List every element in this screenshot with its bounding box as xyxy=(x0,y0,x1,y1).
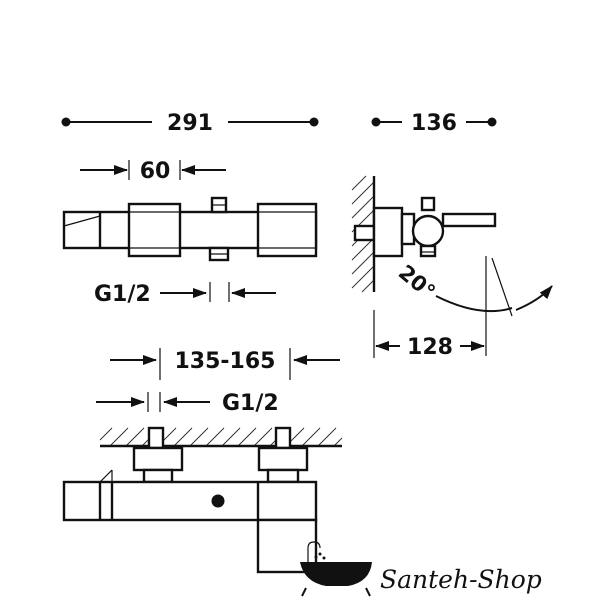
inlet-thread-front-label: G1/2 xyxy=(222,391,279,416)
dimension-handle-width: 60 xyxy=(80,159,226,184)
dimension-overall-width: 291 xyxy=(61,111,319,136)
watermark: Santeh-Shop xyxy=(300,541,542,597)
front-wall xyxy=(99,427,343,448)
dimension-inlet-thread-top: G1/2 xyxy=(94,282,276,307)
dimension-centers-range: 135-165 xyxy=(110,348,340,380)
top-view: 291 60 xyxy=(61,111,319,307)
wall-offset-label: 128 xyxy=(407,335,453,360)
side-view: 136 xyxy=(351,111,553,360)
depth-label: 136 xyxy=(411,111,457,136)
centers-range-label: 135-165 xyxy=(175,349,276,374)
mixer-top-view xyxy=(62,196,318,262)
front-view: 135-165 G1/2 xyxy=(62,348,343,574)
dimension-wall-offset: 128 xyxy=(373,310,485,360)
overall-width-label: 291 xyxy=(167,111,213,136)
angle-label: 20° xyxy=(394,260,440,304)
handle-width-label: 60 xyxy=(140,159,171,184)
dimension-depth: 136 xyxy=(371,111,497,136)
brand-text: Santeh-Shop xyxy=(380,565,542,594)
mixer-side-profile xyxy=(353,196,497,258)
bathtub-icon xyxy=(300,541,372,597)
mixer-front-view xyxy=(62,426,318,574)
dimension-inlet-thread-front: G1/2 xyxy=(96,391,279,416)
inlet-thread-top-label: G1/2 xyxy=(94,282,151,307)
